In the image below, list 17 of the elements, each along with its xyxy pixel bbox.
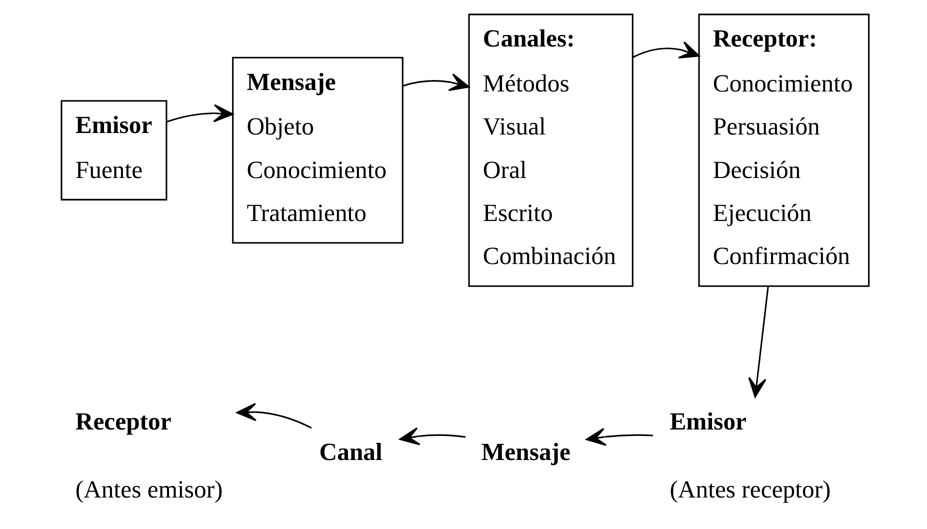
arrow	[398, 427, 466, 446]
node-label: (Antes receptor)	[669, 476, 830, 504]
node-text: Receptor	[74, 408, 171, 436]
arrow	[166, 104, 233, 123]
arrow	[748, 286, 768, 398]
node-text: Canal	[318, 439, 382, 466]
node-box: Emisor Fuente	[60, 100, 167, 200]
arrow	[632, 41, 700, 59]
node-box: Receptor: Conocimiento Persuasión Decisión Ejecución Confirmación	[698, 14, 870, 287]
arrow	[236, 402, 312, 429]
node-text: Mensaje	[480, 439, 570, 466]
arrow	[585, 428, 652, 446]
node-text: Emisor	[669, 408, 746, 436]
node-box: Mensaje Objeto Conocimiento Tratamiento	[232, 56, 403, 244]
node-label: (Antes emisor)	[74, 476, 222, 504]
node-box: Canales: Métodos Visual Oral Escrito Combinación	[468, 14, 633, 287]
arrow	[402, 73, 470, 92]
